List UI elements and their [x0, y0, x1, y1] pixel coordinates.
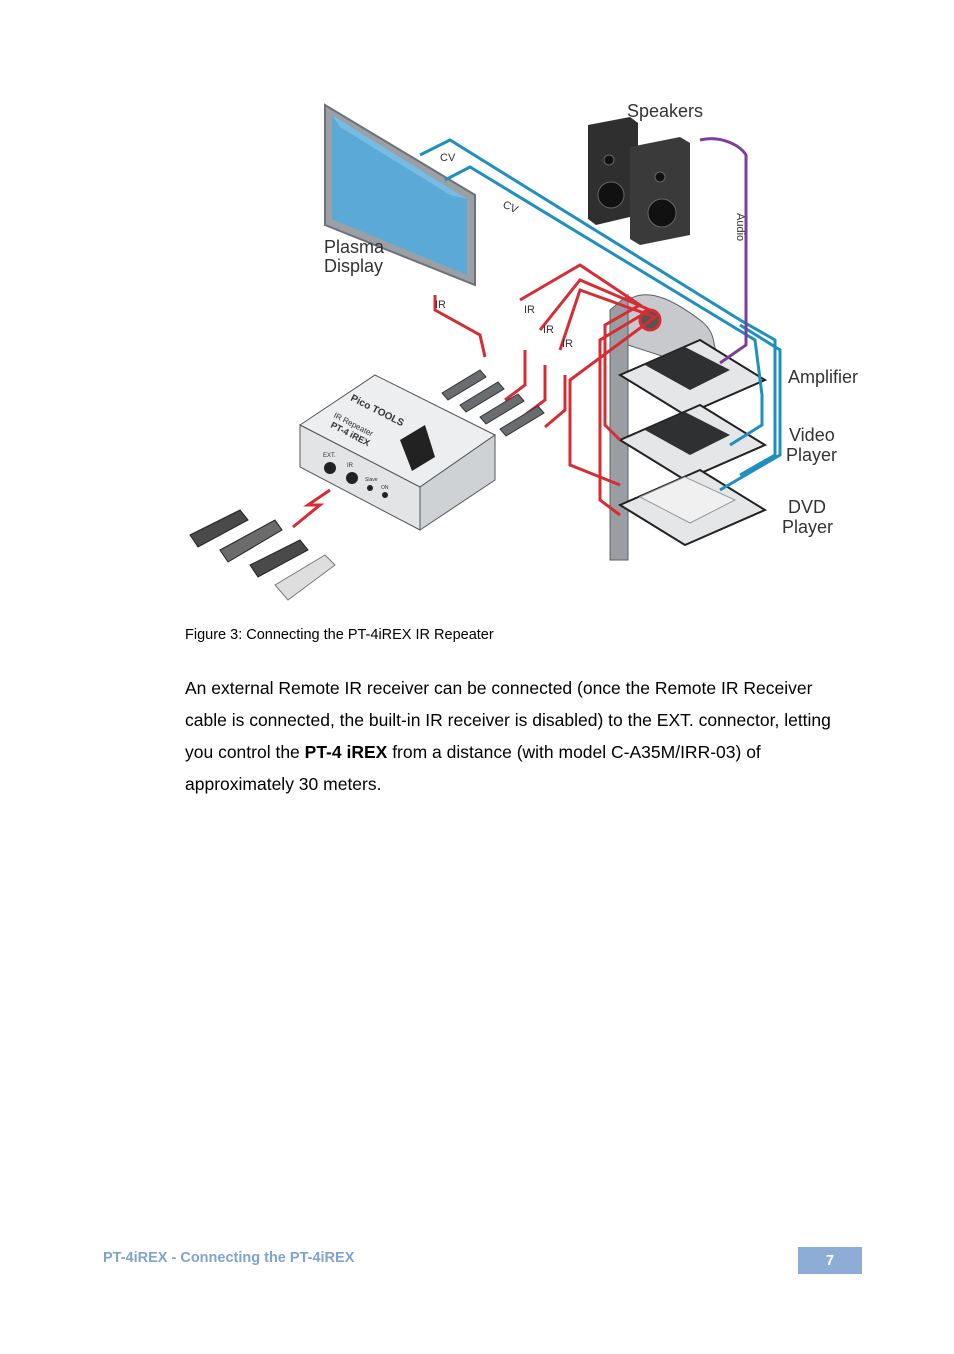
plasma-label-line1: Plasma — [324, 237, 385, 257]
video-player-label-line2: Player — [786, 445, 837, 465]
ir-signal-icon — [292, 488, 331, 529]
dvd-player-label-line2: Player — [782, 517, 833, 537]
figure-caption: Figure 3: Connecting the PT-4iREX IR Rep… — [185, 627, 494, 643]
equipment-rack — [609, 293, 768, 561]
audio-cable — [699, 137, 748, 365]
paragraph-text-after: from a distance (with model C-A35M/IRR-0… — [185, 742, 761, 794]
remote-controls — [189, 509, 336, 601]
video-player-label-line1: Video — [789, 425, 835, 445]
cv-label-2: CV — [501, 199, 521, 217]
ir-emitter-plugs — [441, 369, 545, 437]
body-paragraph: An external Remote IR receiver can be co… — [185, 672, 855, 800]
device-ext-label: EXT. — [323, 453, 336, 459]
device-slave-label: Slave — [365, 477, 378, 483]
speakers — [588, 117, 690, 245]
cv-cables — [419, 138, 782, 492]
speakers-label: Speakers — [627, 101, 703, 121]
paragraph-model-name: PT-4 iREX — [304, 742, 388, 762]
pt-4-irex-device — [299, 374, 496, 531]
audio-label: Audio — [734, 213, 746, 241]
footer-title: PT-4iREX - Connecting the PT-4iREX — [103, 1250, 355, 1266]
device-on-label: ON — [381, 485, 389, 491]
cv-label-1: CV — [440, 152, 456, 164]
ir-label-1: IR — [435, 299, 446, 311]
plasma-label-line2: Display — [324, 256, 383, 276]
connection-diagram: Plasma Display Speakers Amplifier Video … — [180, 95, 870, 605]
page-number: 7 — [798, 1247, 862, 1274]
ir-label-4: IR — [562, 338, 573, 350]
device-ir-label: IR — [347, 463, 354, 469]
dvd-player-label-line1: DVD — [788, 497, 826, 517]
ir-label-3: IR — [543, 324, 554, 336]
ir-label-2: IR — [524, 304, 535, 316]
plasma-display — [324, 103, 476, 287]
paragraph-text-before: An external Remote IR receiver can be co… — [185, 678, 831, 762]
amplifier-label: Amplifier — [788, 367, 858, 387]
